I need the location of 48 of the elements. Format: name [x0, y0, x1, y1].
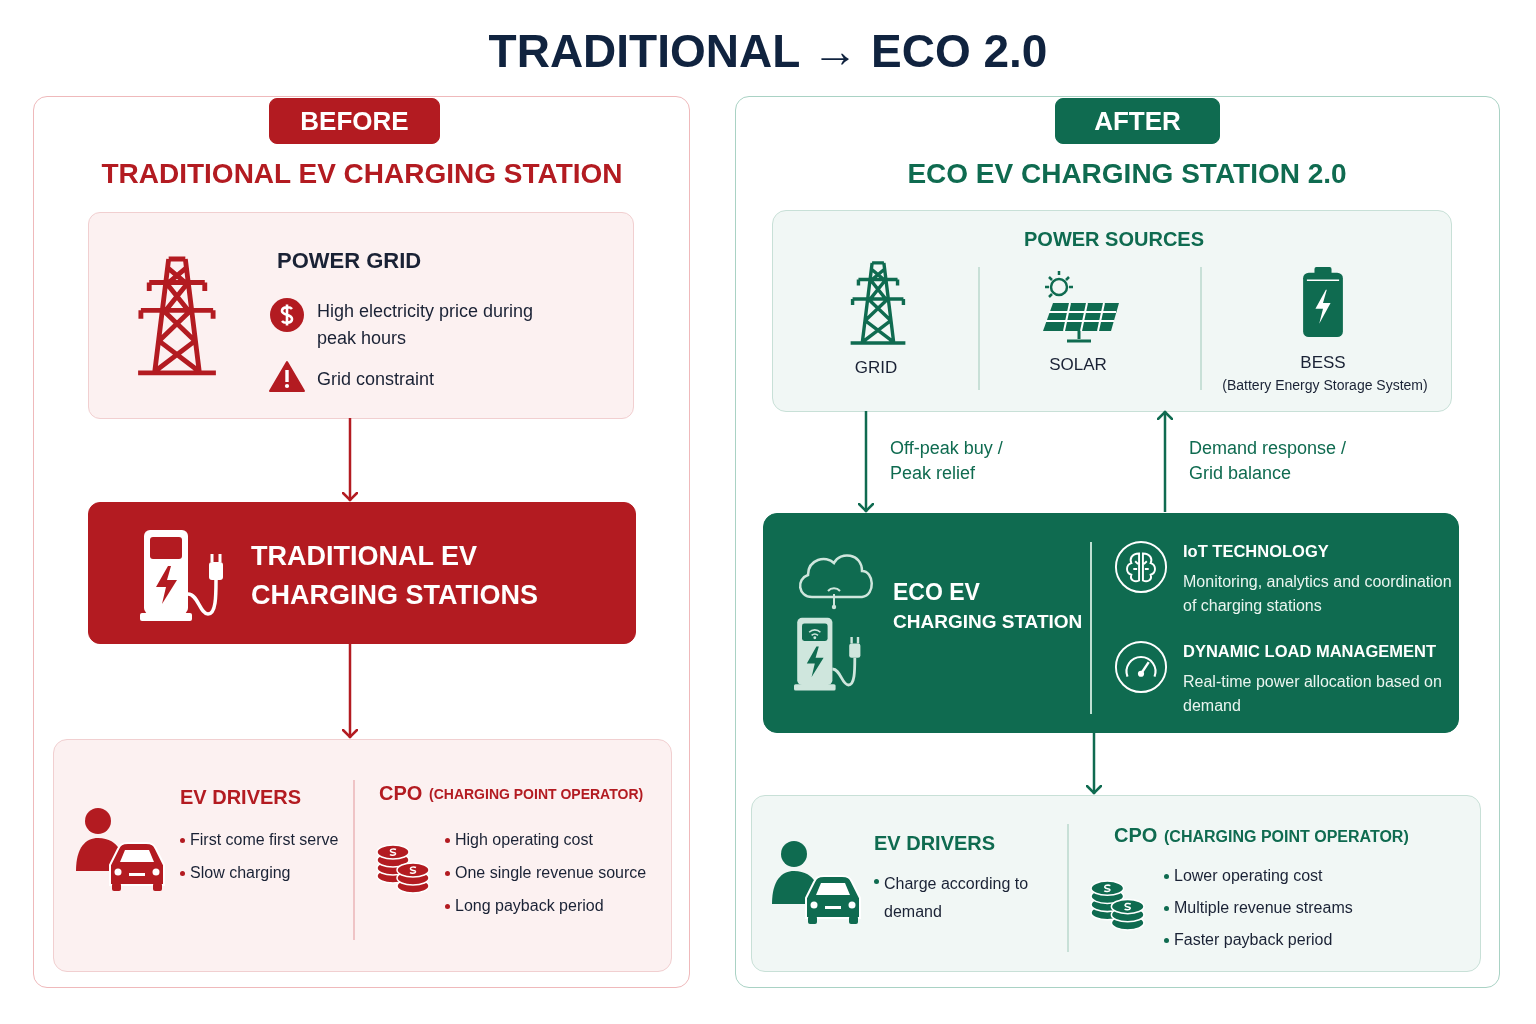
card-subtitle: (CHARGING POINT OPERATOR) [1164, 827, 1409, 847]
station-title: ECO EV [893, 579, 980, 607]
arrow [1085, 732, 1103, 795]
description: Monitoring, analytics and coordination of charging stations [1183, 572, 1453, 616]
source-label: GRID [853, 358, 899, 379]
station-banner [88, 502, 636, 644]
bullet-text: One single revenue source [455, 863, 647, 883]
bullet-text: Lower operating cost [1174, 866, 1323, 886]
description: Real-time power allocation based on demand [1183, 672, 1443, 716]
card-title: EV DRIVERS [874, 831, 996, 855]
card-title: CPO [1114, 823, 1158, 847]
feature-title: DYNAMIC LOAD MANAGEMENT [1183, 642, 1436, 662]
card-title: CPO [379, 781, 423, 805]
arrow [1156, 410, 1174, 512]
bullet-text: Faster payback period [1174, 930, 1333, 950]
source-label: SOLAR [1048, 355, 1108, 376]
info-card [772, 210, 1452, 412]
description: High electricity price during peak hours [317, 300, 535, 350]
arrow [857, 411, 875, 513]
bullet-text: High operating cost [455, 830, 593, 850]
card-subtitle: (CHARGING POINT OPERATOR) [429, 786, 644, 803]
section-badge: BEFORE [269, 98, 440, 144]
bullet-text: Slow charging [190, 863, 291, 883]
info-card [88, 212, 634, 419]
card-title: POWER SOURCES [1023, 227, 1205, 251]
station-title: TRADITIONAL EV CHARGING STATIONS [251, 540, 539, 612]
section-badge: AFTER [1055, 98, 1220, 144]
comparison-panel [33, 96, 690, 988]
feature-title: IoT TECHNOLOGY [1183, 542, 1329, 562]
panel-heading: TRADITIONAL EV CHARGING STATION [100, 157, 624, 191]
station-title: CHARGING STATION [893, 611, 1083, 634]
source-label: BESS [1299, 353, 1347, 374]
description: Grid constraint [317, 368, 435, 391]
bullet-text: Long payback period [455, 896, 604, 916]
card-title: POWER GRID [277, 248, 422, 275]
source-description: (Battery Energy Storage System) [1221, 377, 1429, 394]
arrow [341, 643, 359, 739]
comparison-panel [735, 96, 1500, 988]
title: TRADITIONAL → ECO 2.0 [487, 24, 1049, 78]
bullet-text: Multiple revenue streams [1174, 898, 1353, 918]
card-title: EV DRIVERS [180, 785, 302, 809]
bullet-text: Charge according to demand [884, 874, 1030, 922]
station-banner [763, 513, 1459, 733]
info-card [53, 739, 672, 972]
bullet-text: First come first serve [190, 830, 339, 850]
info-card [751, 795, 1481, 972]
arrow [341, 418, 359, 502]
panel-heading: ECO EV CHARGING STATION 2.0 [906, 157, 1348, 191]
